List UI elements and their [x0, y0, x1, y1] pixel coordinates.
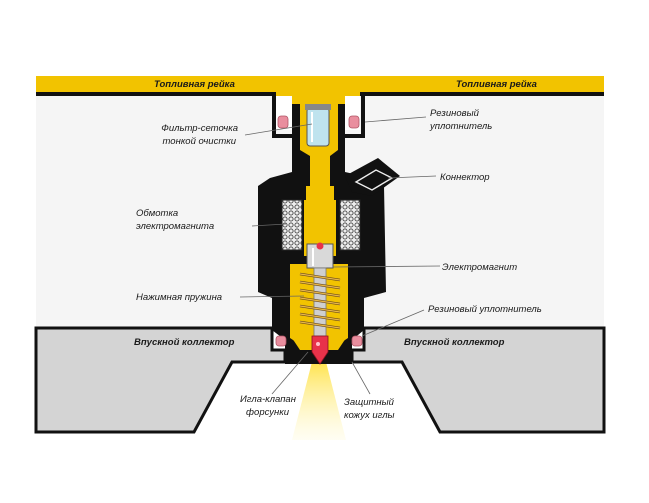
- connector-housing: [345, 158, 400, 196]
- label-needle-line2: форсунки: [246, 407, 290, 418]
- label-needle-line1: Игла-клапан: [240, 394, 297, 405]
- label-seal-top-line1: Резиновый: [430, 108, 480, 119]
- label-spring: Нажимная пружина: [136, 292, 222, 303]
- label-manifold-left: Впускной коллектор: [134, 337, 235, 348]
- armature: [306, 242, 334, 269]
- label-winding-line1: Обмотка: [136, 208, 178, 219]
- label-manifold-right: Впускной коллектор: [404, 337, 505, 348]
- label-shield-line2: кожух иглы: [344, 410, 395, 421]
- label-connector: Коннектор: [440, 172, 490, 183]
- seal-bottom-left: [275, 335, 287, 347]
- fuel-spray: [292, 362, 346, 440]
- label-seal-bottom: Резиновый уплотнитель: [428, 304, 542, 315]
- label-filter-line2: тонкой очистки: [163, 136, 237, 147]
- seal-bottom-right: [351, 335, 363, 347]
- label-fuel-rail-left: Топливная рейка: [154, 79, 235, 90]
- label-electromagnet: Электромагнит: [442, 262, 517, 273]
- rubber-seals: [275, 115, 363, 347]
- fuel-filter: [305, 104, 331, 147]
- coil-right: [339, 199, 361, 251]
- label-fuel-rail-right: Топливная рейка: [456, 79, 537, 90]
- needle-valve: [311, 335, 329, 365]
- fuel-rail-top-band: [36, 76, 604, 92]
- spring: [299, 267, 341, 337]
- label-shield-line1: Защитный: [344, 397, 395, 408]
- seal-top-left: [277, 115, 289, 129]
- seal-top-right: [348, 115, 360, 129]
- label-seal-top-line2: уплотнитель: [429, 121, 492, 132]
- coil-left: [281, 199, 303, 251]
- label-filter-line1: Фильтр-сеточка: [161, 123, 238, 134]
- leader-lines: [239, 116, 441, 395]
- label-winding-line2: электромагнита: [136, 221, 214, 232]
